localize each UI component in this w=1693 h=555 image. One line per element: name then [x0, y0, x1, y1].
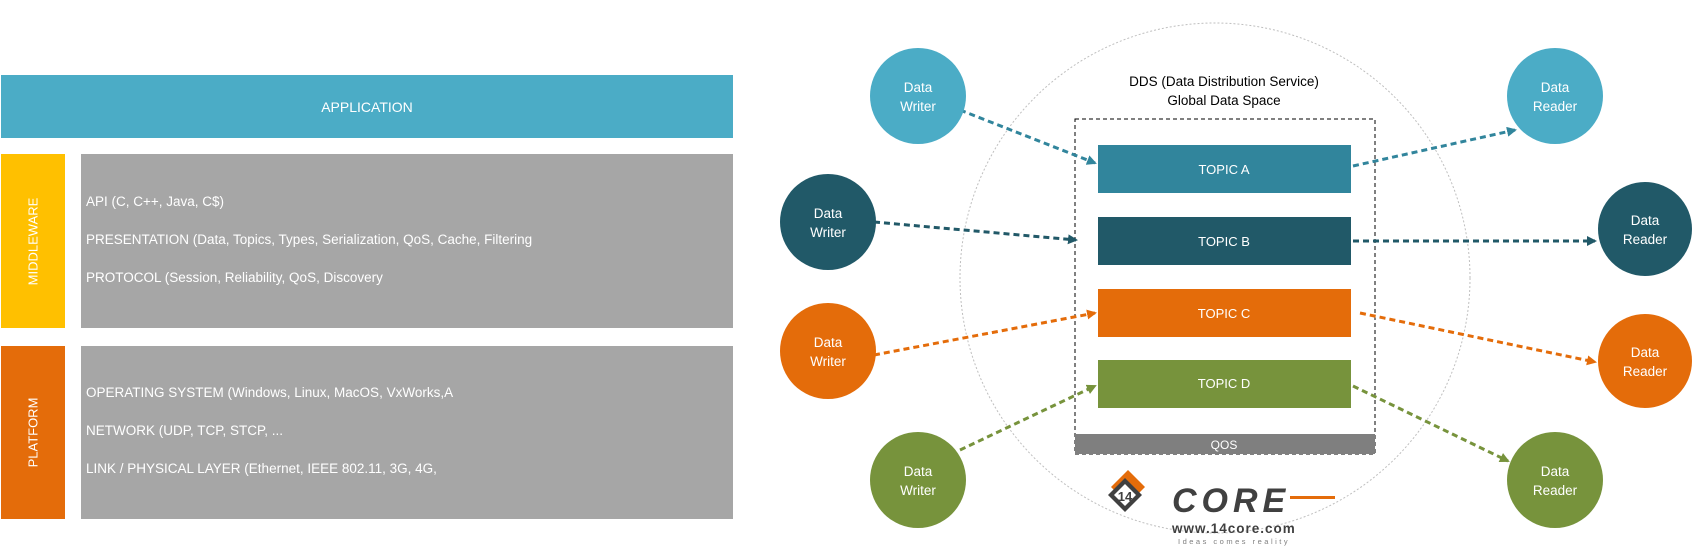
global-data-space-circle: [959, 22, 1471, 534]
platform-line-os: OPERATING SYSTEM (Windows, Linux, MacOS,…: [86, 385, 454, 400]
logo-tagline: Ideas comes reality: [1178, 537, 1290, 546]
data-reader-d: Data Reader: [1507, 432, 1603, 528]
reader-d-line2: Reader: [1533, 483, 1578, 498]
middleware-layer: API (C, C++, Java, C$) PRESENTATION (Dat…: [81, 154, 733, 328]
middleware-side-bar: MIDDLEWARE: [1, 154, 65, 328]
topic-a: TOPIC A: [1098, 145, 1351, 193]
writer-d-line1: Data: [904, 464, 933, 479]
writer-b-line2: Writer: [810, 225, 846, 240]
writer-c-line1: Data: [814, 335, 843, 350]
14core-logo: 14 CORE www.14core.com Ideas comes reali…: [1108, 470, 1335, 546]
platform-side-bar: PLATFORM: [1, 346, 65, 519]
arrow-writer-b-to-topic-b: [873, 220, 1078, 245]
platform-layer: OPERATING SYSTEM (Windows, Linux, MacOS,…: [81, 346, 733, 519]
topic-c: TOPIC C: [1098, 289, 1351, 337]
topic-c-label: TOPIC C: [1198, 306, 1251, 321]
arrow-writer-c-to-topic-c: [873, 309, 1097, 357]
application-layer: APPLICATION: [1, 75, 733, 138]
arrow-topic-d-to-reader-d: [1352, 384, 1510, 463]
middleware-line-protocol: PROTOCOL (Session, Reliability, QoS, Dis…: [86, 270, 383, 285]
arrow-writer-d-to-topic-d: [959, 384, 1097, 452]
writer-c-line2: Writer: [810, 354, 846, 369]
application-label: APPLICATION: [321, 98, 413, 115]
middleware-line-api: API (C, C++, Java, C$): [86, 194, 225, 209]
topic-b: TOPIC B: [1098, 217, 1351, 265]
topic-b-label: TOPIC B: [1198, 234, 1250, 249]
reader-b-line2: Reader: [1623, 232, 1668, 247]
arrow-writer-a-to-topic-a: [959, 108, 1097, 165]
middleware-line-presentation: PRESENTATION (Data, Topics, Types, Seria…: [86, 232, 533, 247]
dds-subtitle: Global Data Space: [1167, 93, 1280, 108]
dds-title: DDS (Data Distribution Service): [1129, 74, 1319, 89]
platform-line-network: NETWORK (UDP, TCP, STCP, ...: [86, 423, 284, 438]
data-writer-b: Data Writer: [780, 174, 876, 270]
data-reader-b: Data Reader: [1598, 182, 1692, 276]
logo-url: www.14core.com: [1171, 521, 1296, 536]
logo-badge-text: 14: [1118, 489, 1133, 504]
reader-b-line1: Data: [1631, 213, 1660, 228]
writer-d-line2: Writer: [900, 483, 936, 498]
data-writer-c: Data Writer: [780, 303, 876, 399]
data-writer-d: Data Writer: [870, 432, 966, 528]
reader-c-line2: Reader: [1623, 364, 1668, 379]
reader-c-line1: Data: [1631, 345, 1660, 360]
logo-badge-icon: 14: [1108, 470, 1145, 512]
data-writer-a: Data Writer: [870, 48, 966, 144]
platform-line-link: LINK / PHYSICAL LAYER (Ethernet, IEEE 80…: [86, 461, 437, 476]
arrow-topic-a-to-reader-a: [1352, 126, 1517, 168]
writer-a-line2: Writer: [900, 99, 936, 114]
topic-d-label: TOPIC D: [1198, 376, 1251, 391]
qos-bar: QOS: [1075, 434, 1375, 454]
arrow-topic-c-to-reader-c: [1359, 311, 1597, 366]
topic-a-label: TOPIC A: [1198, 162, 1249, 177]
writer-a-line1: Data: [904, 80, 933, 95]
data-reader-c: Data Reader: [1598, 314, 1692, 408]
logo-brand: CORE: [1172, 482, 1290, 520]
reader-d-line1: Data: [1541, 464, 1570, 479]
writer-b-line1: Data: [814, 206, 843, 221]
reader-a-line1: Data: [1541, 80, 1570, 95]
data-reader-a: Data Reader: [1507, 48, 1603, 144]
reader-a-line2: Reader: [1533, 99, 1578, 114]
qos-label: QOS: [1211, 438, 1238, 452]
topic-d: TOPIC D: [1098, 360, 1351, 408]
